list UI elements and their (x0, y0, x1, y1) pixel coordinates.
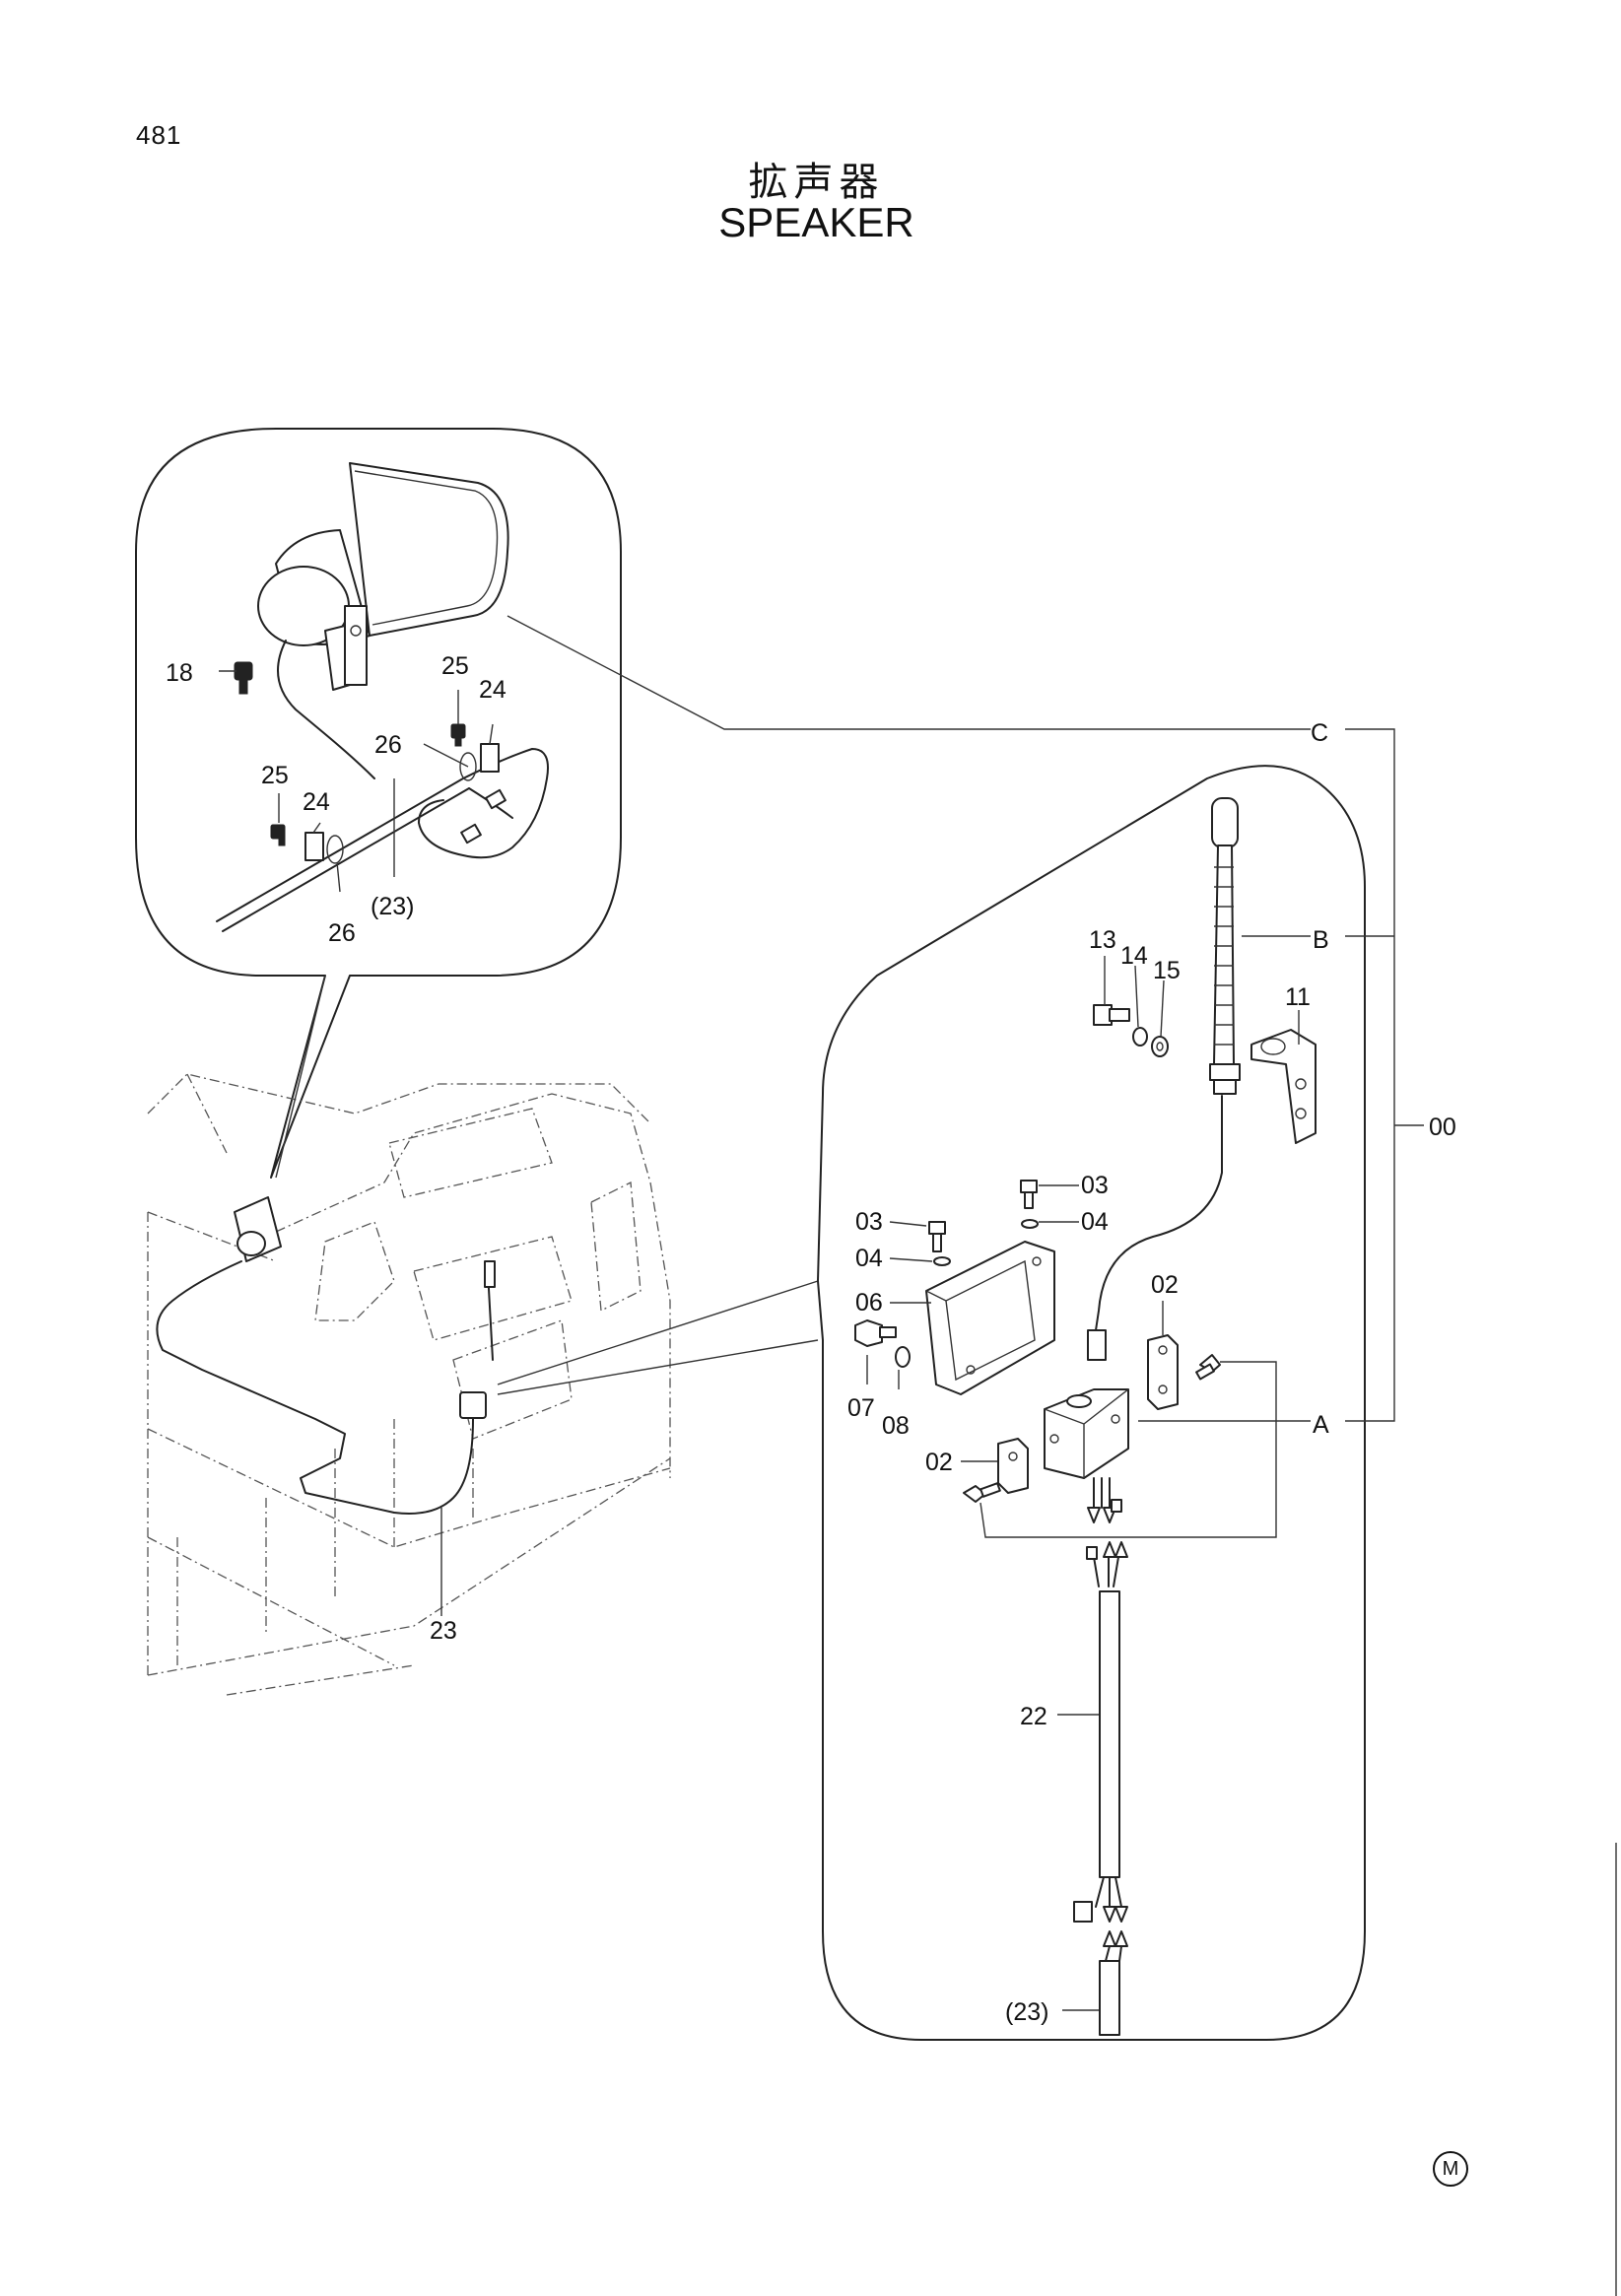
callout-08: 08 (882, 1412, 910, 1440)
callout-07: 07 (847, 1394, 875, 1422)
callout-23-cab: 23 (430, 1617, 457, 1645)
callout-00: 00 (1429, 1114, 1456, 1141)
reference-leaders (507, 615, 1424, 2011)
bubble-pointer (275, 975, 326, 1179)
callout-06: 06 (855, 1289, 883, 1317)
callout-22: 22 (1020, 1703, 1047, 1730)
horn-speaker (257, 462, 509, 691)
microphone-detail-bubble (817, 765, 1366, 2041)
callout-24-right: 24 (479, 676, 507, 704)
callout-23-harness: (23) (1005, 1998, 1048, 2026)
manufacturer-mark: M (1433, 2151, 1468, 2187)
callout-C: C (1311, 719, 1328, 747)
callout-18: 18 (166, 659, 193, 687)
speaker-cable-detail (216, 640, 549, 932)
wire-harness-22 (1073, 1541, 1128, 2036)
title-english: SPEAKER (718, 199, 914, 245)
callout-11: 11 (1285, 983, 1311, 1011)
amplifier-unit (1044, 1388, 1129, 1523)
callout-24-left: 24 (303, 788, 330, 816)
callout-04-right: 04 (1081, 1208, 1109, 1236)
callout-25-left: 25 (261, 762, 289, 789)
callout-02-right: 02 (1151, 1271, 1179, 1299)
bubble-leaders (219, 670, 494, 893)
callout-A: A (1313, 1411, 1329, 1439)
callout-26-bottom: 26 (328, 919, 356, 947)
callout-03-left: 03 (855, 1208, 883, 1236)
callout-13: 13 (1089, 926, 1116, 954)
page-number: 481 (136, 120, 182, 150)
callout-03-right: 03 (1081, 1172, 1109, 1199)
speaker-detail-bubble (135, 428, 622, 1179)
callout-26-top: 26 (374, 731, 402, 759)
bolt-washers-13-15 (1093, 1004, 1169, 1057)
mounting-panel (854, 1180, 1055, 1395)
callout-04-left: 04 (855, 1245, 883, 1272)
callout-23-bubble: (23) (371, 893, 414, 920)
mic-bracket (1250, 1029, 1317, 1144)
callout-02-left: 02 (925, 1449, 953, 1476)
callout-14: 14 (1120, 942, 1148, 970)
callout-B: B (1313, 926, 1329, 954)
bracket-02-left (963, 1438, 1029, 1503)
callout-25-right: 25 (441, 652, 469, 680)
excavator-cab (147, 1073, 671, 1696)
gooseneck-microphone (1087, 797, 1241, 1361)
callout-15: 15 (1153, 957, 1181, 984)
title-japanese: 拡声器 (748, 160, 885, 205)
bracket-02-right (1147, 1334, 1221, 1410)
cab-to-panel-leaders (497, 1280, 819, 1395)
